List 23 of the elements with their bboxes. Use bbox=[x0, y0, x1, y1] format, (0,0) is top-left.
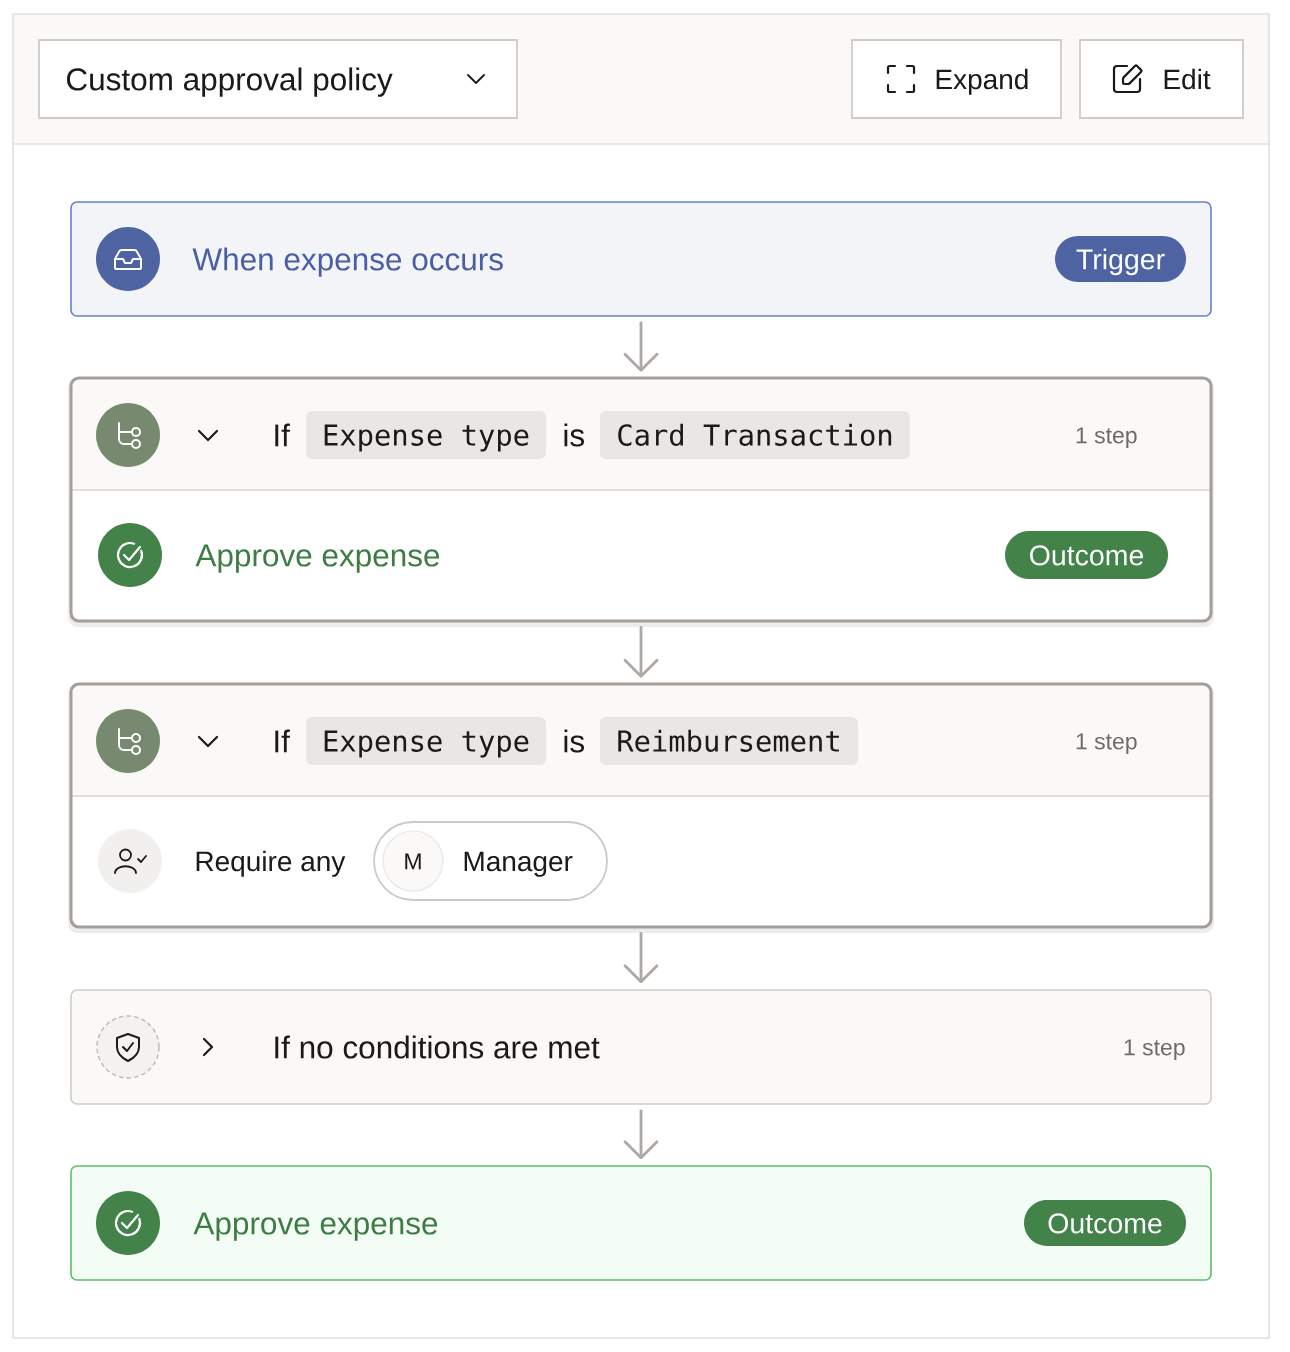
edit-button: Edit bbox=[1079, 39, 1244, 119]
outcome-badge: Outcome bbox=[1024, 1200, 1186, 1246]
field-chip: Expense type bbox=[306, 411, 546, 459]
trigger-badge: Trigger bbox=[1055, 236, 1186, 282]
condition-keyword: is bbox=[564, 729, 584, 753]
condition-keyword: If bbox=[275, 423, 290, 447]
card-title: When expense occurs bbox=[192, 247, 503, 277]
step-count: 1 step bbox=[1124, 1039, 1185, 1060]
dropdown: Custom approval policy bbox=[38, 39, 518, 119]
action-label: Approve expense bbox=[195, 544, 440, 573]
approver-name: Manager bbox=[464, 851, 573, 877]
condition-keyword: is bbox=[564, 423, 584, 447]
condition-keyword: If bbox=[275, 729, 290, 753]
expand-button: Expand bbox=[851, 39, 1062, 119]
value-chip: Card Transaction bbox=[600, 411, 910, 459]
card-title: If no conditions are met bbox=[275, 1035, 600, 1059]
rule-label: Require any bbox=[196, 850, 346, 877]
action-label: Approve expense bbox=[193, 1212, 438, 1241]
value-chip: Reimbursement bbox=[600, 717, 858, 765]
step-count: 1 step bbox=[1076, 427, 1137, 448]
field-chip: Expense type bbox=[306, 717, 546, 765]
step-count: 1 step bbox=[1076, 733, 1137, 754]
outcome-badge: Outcome bbox=[1005, 531, 1168, 579]
